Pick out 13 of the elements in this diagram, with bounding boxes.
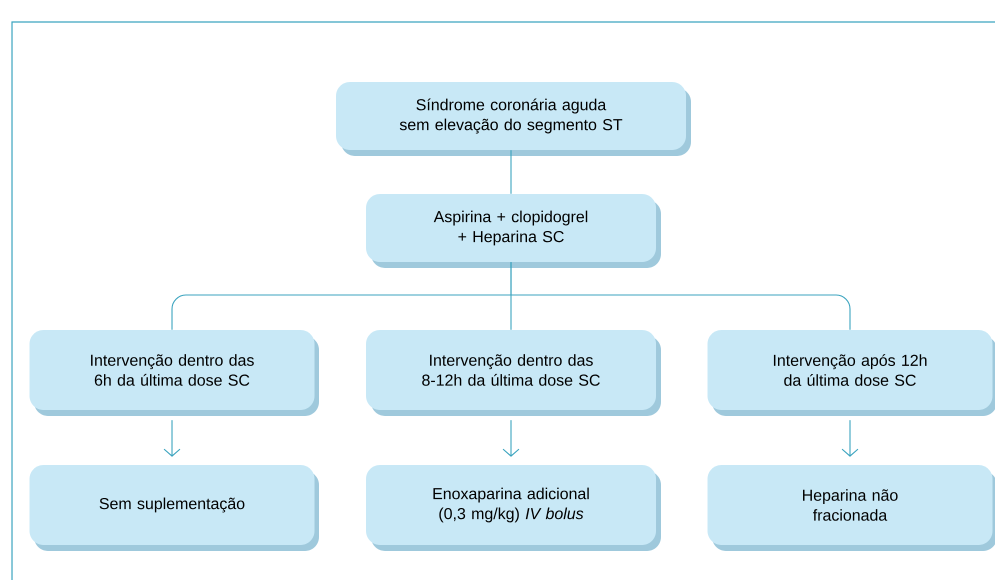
connector (164, 420, 180, 457)
process-box: Intervenção dentro das 6h da última dose SC (30, 330, 319, 416)
process-box: Heparina não fracionada (708, 465, 995, 551)
connector (510, 150, 512, 194)
process-box: Enoxaparina adicional (0,3 mg/kg) IV bolus (366, 465, 661, 551)
connector (502, 420, 520, 457)
process-box: Sem suplementação (30, 465, 319, 551)
process-box: Intervenção após 12h da última dose SC (708, 330, 995, 416)
process-box: Aspirina + clopidogrel + Heparina SC (366, 194, 661, 268)
process-box: Intervenção dentro das 8-12h da última dose SC (366, 330, 661, 416)
connector (842, 420, 858, 457)
process-box: Síndrome coronária aguda sem elevação do segmento ST (336, 82, 691, 156)
connector (510, 262, 851, 330)
